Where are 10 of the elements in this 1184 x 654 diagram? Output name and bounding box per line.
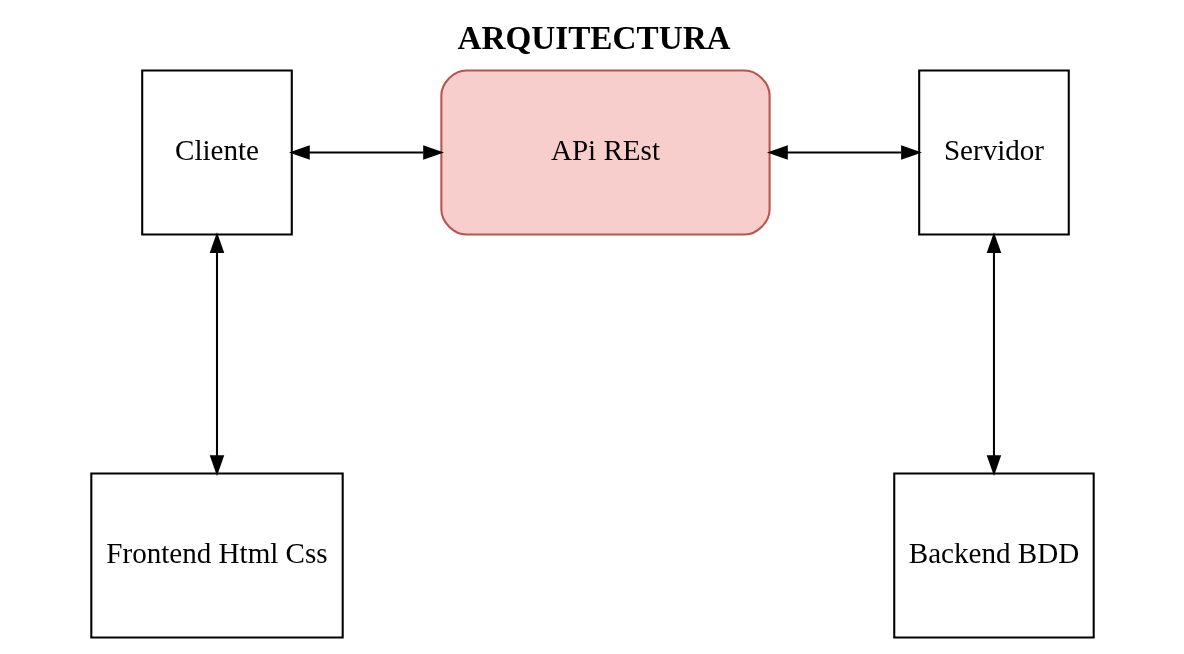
node-box: APi REst bbox=[439, 69, 771, 236]
arrow bbox=[209, 232, 224, 476]
node-box: Cliente bbox=[140, 69, 293, 236]
node-box: Servidor bbox=[917, 69, 1070, 236]
arrow bbox=[766, 145, 922, 160]
arrow bbox=[986, 232, 1001, 476]
diagram-title: ARQUITECTURA bbox=[456, 19, 731, 57]
arrow bbox=[288, 145, 444, 160]
node-box: Frontend Html Css bbox=[89, 472, 344, 639]
node-box: Backend BDD bbox=[892, 472, 1095, 639]
